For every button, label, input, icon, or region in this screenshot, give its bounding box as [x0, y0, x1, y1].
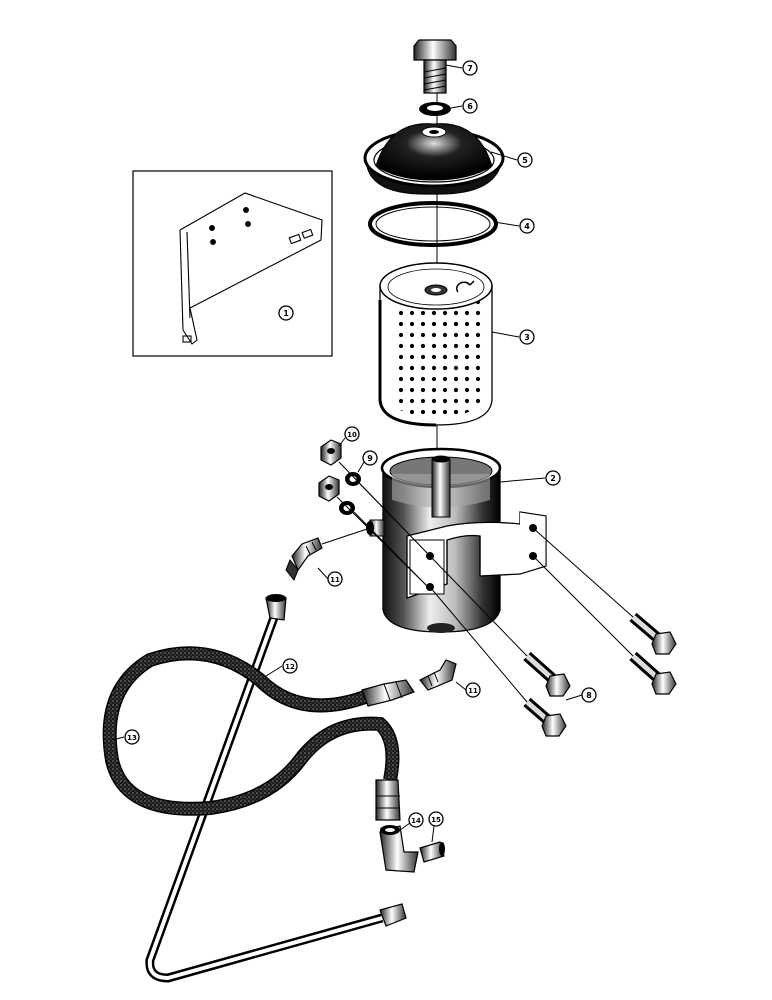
filter-cover [363, 123, 505, 195]
callout-7: 7 [462, 60, 478, 76]
svg-text:9: 9 [367, 454, 373, 463]
callout-11-lower: 11 [465, 682, 481, 698]
callout-1: 1 [278, 305, 294, 321]
svg-text:1: 1 [283, 309, 289, 318]
svg-text:2: 2 [550, 474, 556, 483]
callout-12: 12 [282, 658, 298, 674]
svg-text:3: 3 [524, 333, 530, 342]
svg-text:13: 13 [127, 734, 137, 742]
callout-15: 15 [428, 811, 444, 827]
capscrew-rear-upper [629, 612, 677, 655]
svg-text:15: 15 [431, 816, 441, 824]
flexible-oil-hose [102, 646, 415, 821]
lock-washer-top [345, 472, 361, 486]
svg-text:4: 4 [524, 222, 530, 231]
svg-text:12: 12 [285, 663, 295, 671]
svg-text:5: 5 [522, 156, 528, 165]
nut-leader-lines [336, 461, 431, 588]
callout-13: 13 [124, 729, 140, 745]
hex-nut-top [320, 439, 342, 466]
washer [419, 102, 451, 116]
capscrew-rear-lower [629, 651, 677, 695]
callout-11-upper: 11 [327, 571, 343, 587]
callout-8: 8 [581, 687, 597, 703]
callout-2: 2 [545, 470, 561, 486]
mounting-bracket [179, 192, 323, 345]
callout-14: 14 [408, 812, 424, 828]
svg-text:11: 11 [330, 576, 340, 584]
svg-text:7: 7 [467, 64, 473, 73]
elbow-fitting-lower [419, 659, 457, 691]
callout-9: 9 [362, 450, 378, 466]
capscrew-front-upper [523, 651, 571, 697]
callout-6: 6 [462, 98, 478, 114]
pipe-elbow [379, 825, 419, 873]
hex-nut-bottom [318, 475, 340, 502]
capscrew-front-lower [523, 697, 567, 737]
filter-housing [366, 447, 547, 633]
svg-text:8: 8 [586, 691, 592, 700]
capscrew-leader-lines [429, 527, 634, 703]
svg-text:6: 6 [467, 102, 473, 111]
callout-4: 4 [519, 218, 535, 234]
callout-leaders [111, 64, 583, 843]
elbow-fitting-upper [285, 537, 323, 581]
svg-text:14: 14 [411, 817, 421, 825]
top-bolt [413, 39, 457, 94]
callout-3: 3 [519, 329, 535, 345]
cover-gasket [368, 201, 498, 247]
callout-5: 5 [517, 152, 533, 168]
bracket-inset [132, 170, 333, 357]
svg-text:11: 11 [468, 687, 478, 695]
callout-10: 10 [344, 426, 360, 442]
filter-element [378, 262, 493, 427]
pipe-plug [419, 841, 445, 863]
steel-oil-line [145, 594, 407, 983]
svg-text:10: 10 [347, 431, 357, 439]
